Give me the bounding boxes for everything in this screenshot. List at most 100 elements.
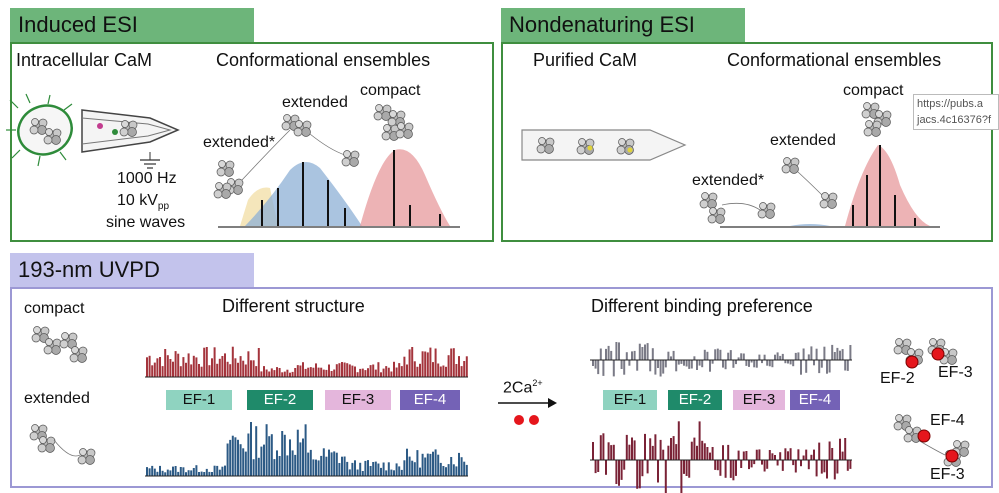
uvpd-bar xyxy=(403,460,406,476)
uvpd-bar xyxy=(690,360,693,369)
uvpd-bar xyxy=(599,348,602,360)
uvpd-bar xyxy=(794,352,797,360)
induced-extended-star-label: extended* xyxy=(203,134,276,151)
uvpd-bar xyxy=(711,360,714,364)
uvpd-bar xyxy=(628,444,631,460)
uvpd-bar xyxy=(646,460,649,474)
uvpd-bar xyxy=(421,453,424,476)
uvpd-bar xyxy=(706,351,709,360)
uvpd-bar xyxy=(784,360,787,364)
uvpd-bar xyxy=(693,437,696,460)
uvpd-bar xyxy=(179,366,182,377)
uvpd-bar xyxy=(766,460,769,469)
uvpd-bar xyxy=(628,360,631,366)
uvpd-bar xyxy=(367,368,369,377)
uvpd-bar xyxy=(265,369,268,377)
uvpd-bar xyxy=(781,460,784,471)
calcium-label: 2Ca2+ xyxy=(503,378,543,397)
nondenaturing-spectrum xyxy=(720,145,940,228)
uvpd-bar xyxy=(208,365,211,377)
different-binding-title: Different binding preference xyxy=(591,296,813,316)
uvpd-bar xyxy=(789,360,792,365)
uvpd-bar xyxy=(166,469,169,476)
uvpd-bar xyxy=(594,460,597,474)
uvpd-bar xyxy=(641,347,644,360)
uvpd-bar xyxy=(612,444,615,460)
uvpd-bar xyxy=(203,472,206,476)
uvpd-bar xyxy=(623,360,626,375)
uvpd-bar xyxy=(216,363,219,377)
uvpd-bar xyxy=(270,434,273,476)
uvpd-bar xyxy=(774,455,776,460)
uvpd-bar xyxy=(281,431,284,476)
uvpd-bar xyxy=(620,360,623,369)
induced-extended-label: extended xyxy=(282,94,348,111)
uvpd-bar xyxy=(195,465,198,476)
uvpd-bar xyxy=(792,460,795,466)
uvpd-bar xyxy=(849,460,852,469)
uvpd-bar xyxy=(805,449,808,460)
uvpd-bar xyxy=(631,351,633,360)
uvpd-bar xyxy=(740,353,743,360)
uvpd-bar xyxy=(771,360,774,368)
ef1-label-left: EF-1 xyxy=(166,390,232,410)
uvpd-bar xyxy=(343,362,346,377)
uvpd-bar xyxy=(641,460,644,477)
uvpd-bar xyxy=(419,363,421,377)
uvpd-bar xyxy=(644,344,646,360)
uvpd-bar xyxy=(646,343,649,360)
uvpd-bar xyxy=(408,456,411,476)
induced-esi-panel xyxy=(10,42,494,242)
uvpd-bar xyxy=(302,438,304,476)
uvpd-bar xyxy=(701,360,704,368)
uvpd-bar xyxy=(294,454,297,476)
uvpd-bar xyxy=(367,460,369,476)
uvpd-bar xyxy=(618,460,620,486)
uvpd-bar xyxy=(283,371,286,377)
uvpd-bar xyxy=(322,448,325,476)
uvpd-bar xyxy=(380,467,382,476)
uvpd-bar xyxy=(296,429,299,476)
uvpd-bar xyxy=(636,360,639,371)
uvpd-bar xyxy=(442,466,445,476)
uvpd-bar xyxy=(823,346,826,360)
uvpd-bar xyxy=(442,365,445,377)
uvpd-bar xyxy=(716,460,719,471)
uvpd-bar xyxy=(359,368,362,377)
uvpd-bar xyxy=(455,466,458,476)
uvpd-bar xyxy=(403,356,406,377)
nondenaturing-esi-panel xyxy=(501,42,993,242)
induced-spectrum xyxy=(218,149,460,228)
uvpd-bar xyxy=(846,460,849,471)
uvpd-bar xyxy=(722,445,724,460)
uvpd-bar xyxy=(797,352,800,360)
uvpd-bar xyxy=(260,446,263,476)
uvpd-bar xyxy=(618,342,620,360)
uvpd-bar xyxy=(750,460,753,468)
uvpd-bar xyxy=(408,349,411,377)
uvpd-bar xyxy=(309,367,312,377)
purified-cam-tube-icon xyxy=(521,129,687,161)
uvpd-bar xyxy=(755,360,758,368)
uvpd-bar xyxy=(727,444,730,460)
uvpd-bar xyxy=(393,470,395,476)
uvpd-bar xyxy=(361,368,364,377)
uvpd-bar xyxy=(839,350,841,360)
tooltip-line-2: jacs.4c16376?f xyxy=(917,114,991,126)
uvpd-bar xyxy=(846,360,849,371)
uvpd-bar xyxy=(826,360,828,374)
waveform-label: sine waves xyxy=(106,214,186,231)
uvpd-bar xyxy=(735,460,737,476)
uvpd-bar xyxy=(458,452,460,476)
uvpd-bar xyxy=(185,472,187,476)
induced-esi-tab: Induced ESI xyxy=(10,8,254,42)
uvpd-bar xyxy=(156,358,159,377)
uvpd-bar xyxy=(683,460,685,474)
uvpd-bar xyxy=(594,360,597,369)
uvpd-bar xyxy=(698,360,701,366)
uvpd-bar xyxy=(304,424,307,476)
uvpd-bar xyxy=(818,360,821,374)
uvpd-bar xyxy=(711,447,714,460)
uvpd-bar xyxy=(211,358,213,377)
uvpd-bar xyxy=(198,364,200,377)
